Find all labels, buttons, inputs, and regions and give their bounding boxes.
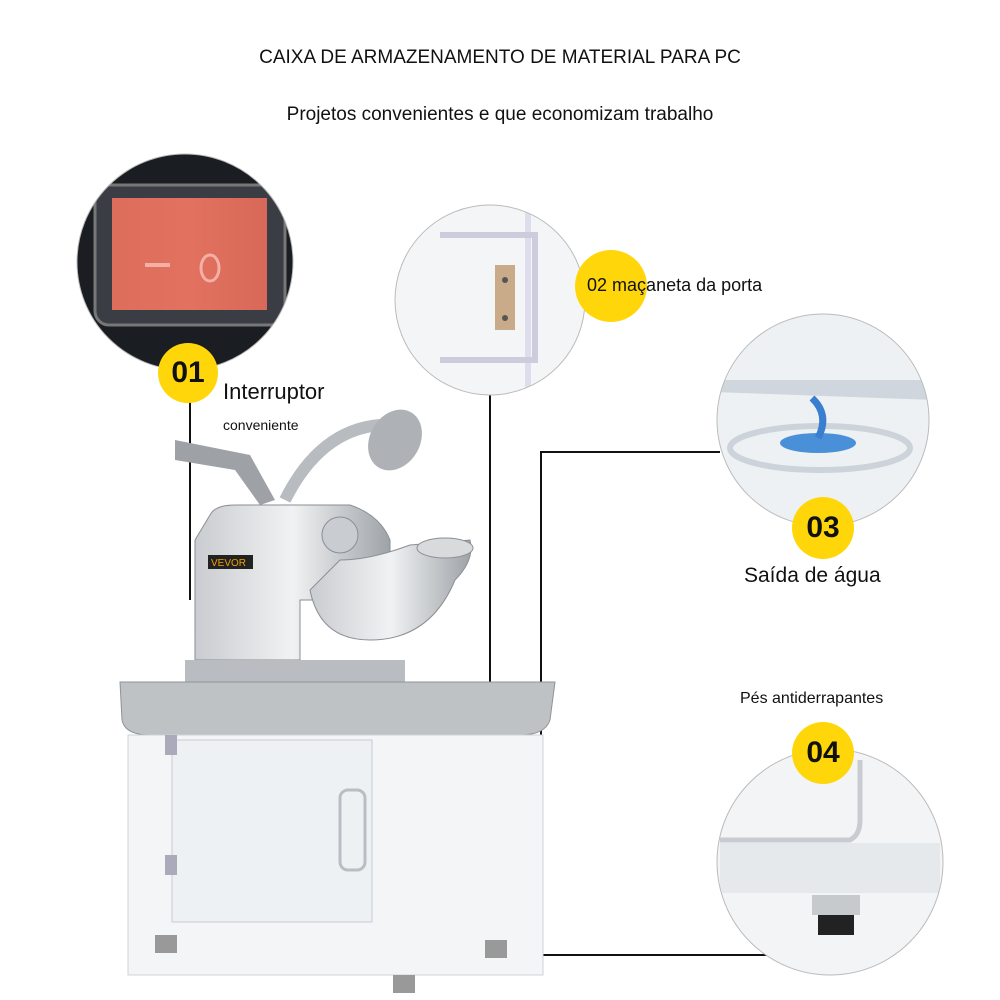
- page-title: CAIXA DE ARMAZENAMENTO DE MATERIAL PARA …: [259, 47, 741, 68]
- feature-sublabel-switch: conveniente: [223, 417, 299, 433]
- page-subtitle: Projetos convenientes e que economizam t…: [286, 104, 714, 125]
- feature-label-water-outlet: Saída de água: [744, 564, 881, 587]
- door-handle-closeup: [395, 205, 585, 395]
- brand-logo: VEVOR: [211, 558, 246, 569]
- feature-label: maçaneta da porta: [612, 275, 763, 295]
- feet-closeup: [717, 749, 943, 975]
- badge-02: [575, 250, 647, 322]
- water-outlet-closeup: [717, 314, 929, 526]
- badge-04: 04: [792, 722, 854, 784]
- feature-label-switch: Interruptor: [223, 379, 325, 404]
- switch-closeup: [77, 154, 293, 370]
- badge-03: 03: [792, 497, 854, 559]
- badge-01: 01: [158, 343, 218, 403]
- ice-shaver-machine: VEVOR: [119, 409, 556, 993]
- feature-number: 02: [587, 275, 608, 295]
- feature-label-feet: Pés antiderrapantes: [740, 690, 884, 707]
- feature-label-handle: 02 maçaneta da porta: [587, 275, 762, 296]
